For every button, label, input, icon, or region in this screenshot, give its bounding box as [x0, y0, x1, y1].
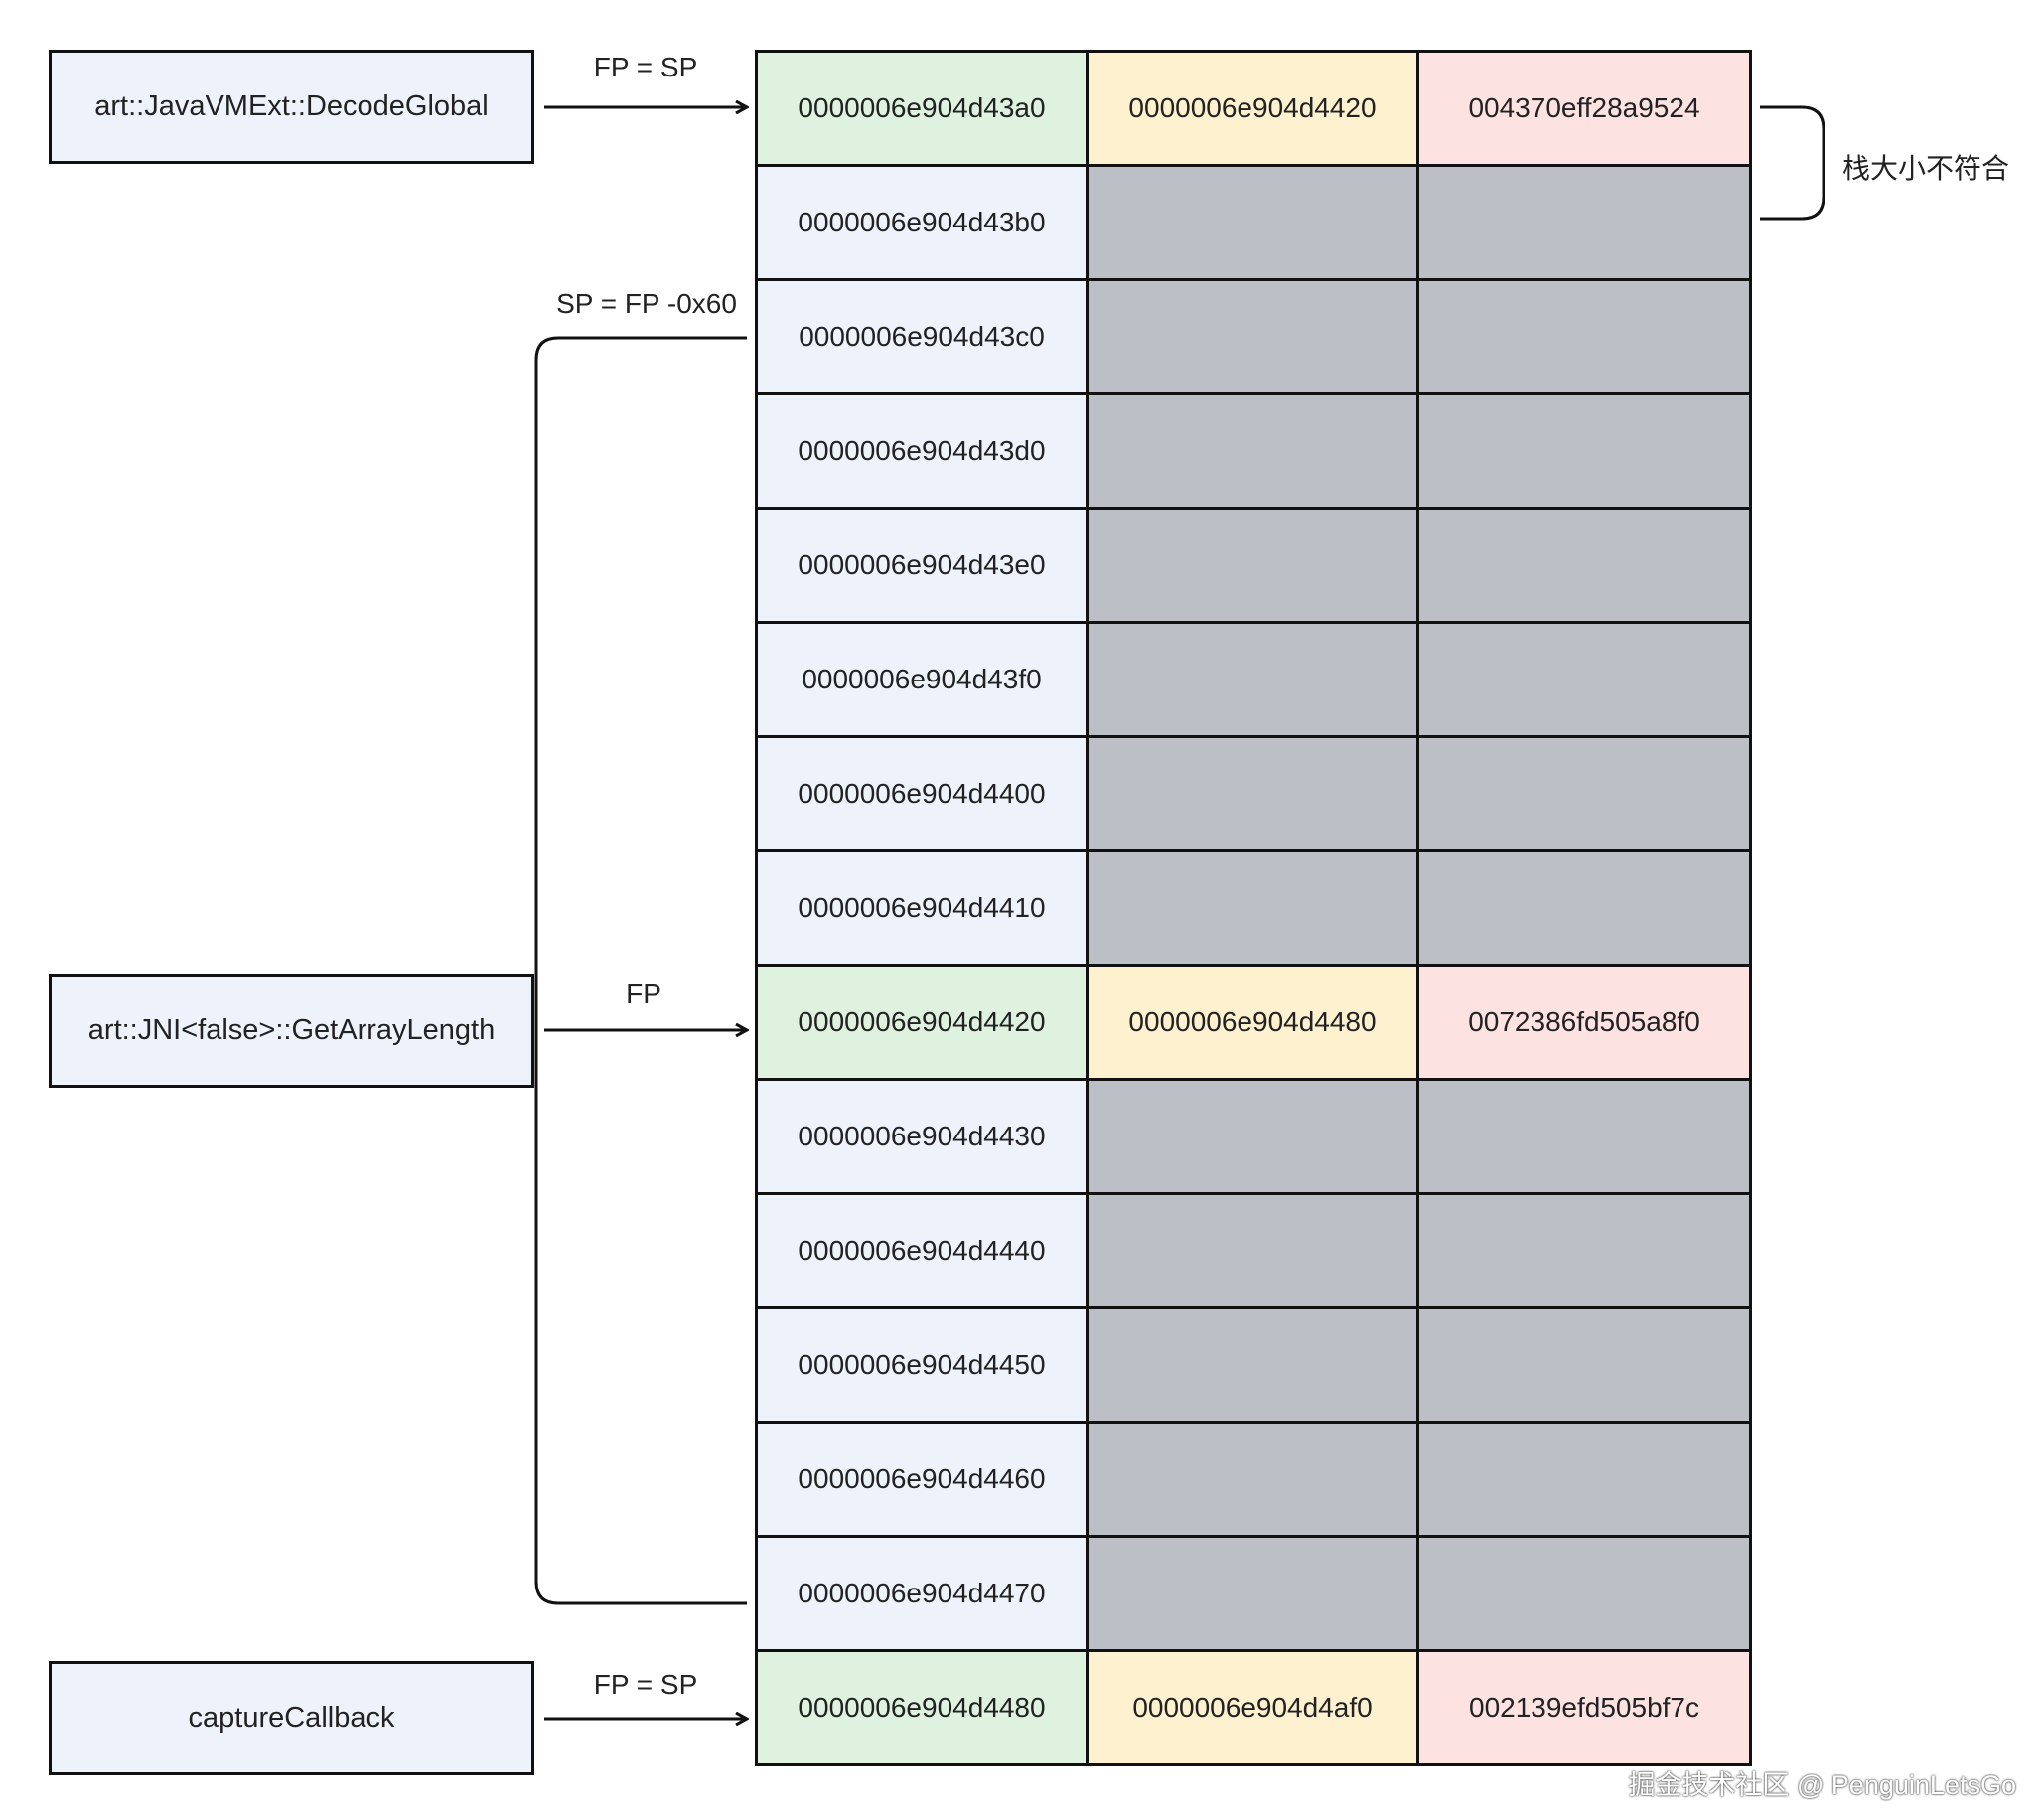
return-address-cell: 002139efd505bf7c: [1416, 1649, 1752, 1766]
stack-row-address: 0000006e904d4440: [755, 1192, 1089, 1309]
empty-stack-cell: [1086, 1306, 1419, 1424]
arrow-label-bottom-fp-sp: FP = SP: [593, 1669, 698, 1700]
empty-stack-cell: [1416, 1421, 1752, 1538]
stack-row-address: 0000006e904d43c0: [755, 278, 1089, 395]
empty-stack-cell: [1086, 1078, 1419, 1195]
stack-size-mismatch-annotation: 栈大小不符合: [1842, 153, 2010, 184]
return-address-cell: 004370eff28a9524: [1416, 50, 1752, 167]
frame-range-bracket: [534, 336, 747, 1605]
empty-stack-cell: [1416, 1535, 1752, 1652]
arrow-label-fp: FP: [626, 979, 661, 1009]
empty-stack-cell: [1086, 849, 1419, 967]
saved-fp-cell: 0000006e904d4420: [1086, 50, 1419, 167]
watermark: 掘金技术社区 @ PenguinLetsGo: [1628, 1770, 2016, 1800]
function-box-decode-global: art::JavaVMExt::DecodeGlobal: [49, 50, 534, 164]
arrow-label-top-fp-sp: FP = SP: [593, 52, 698, 82]
stack-row-address: 0000006e904d4480: [755, 1649, 1089, 1766]
empty-stack-cell: [1086, 278, 1419, 395]
stack-row-address: 0000006e904d43b0: [755, 164, 1089, 281]
stack-row-address: 0000006e904d4460: [755, 1421, 1089, 1538]
empty-stack-cell: [1086, 735, 1419, 852]
stack-row-address: 0000006e904d4400: [755, 735, 1089, 852]
saved-fp-cell: 0000006e904d4af0: [1086, 1649, 1419, 1766]
arrow-label-sp-offset: SP = FP -0x60: [556, 288, 737, 319]
stack-row-address: 0000006e904d4420: [755, 964, 1089, 1081]
stack-row-address: 0000006e904d4410: [755, 849, 1089, 967]
function-box-capture-callback: captureCallback: [49, 1661, 534, 1775]
stack-size-brace: [1760, 105, 1825, 221]
return-address-cell: 0072386fd505a8f0: [1416, 964, 1752, 1081]
empty-stack-cell: [1086, 1192, 1419, 1309]
empty-stack-cell: [1086, 507, 1419, 624]
function-box-get-array-length: art::JNI<false>::GetArrayLength: [49, 974, 534, 1088]
empty-stack-cell: [1416, 849, 1752, 967]
empty-stack-cell: [1416, 1078, 1752, 1195]
